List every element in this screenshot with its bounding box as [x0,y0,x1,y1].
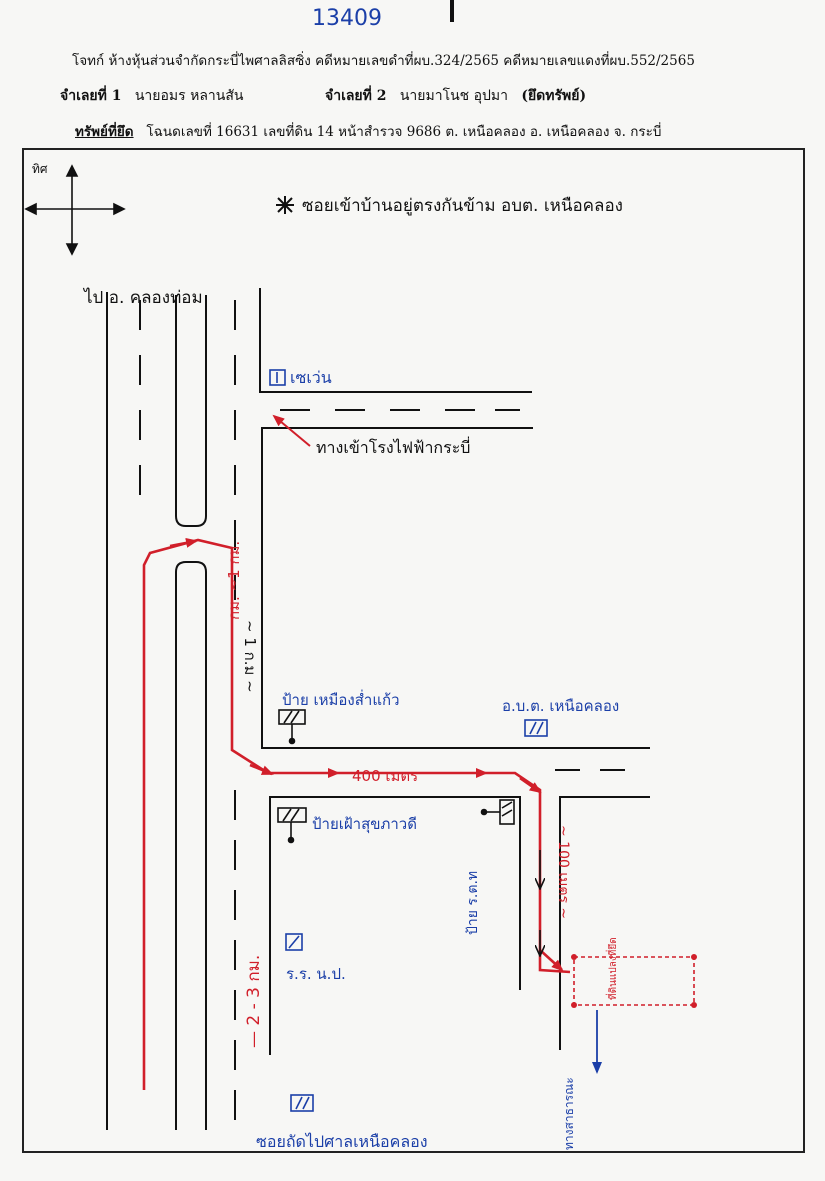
plaintiff-line: โจทก์ ห้างหุ้นส่วนจำกัดกระบี่ไพศาลลิสซิ่… [72,49,695,71]
property-box-label: ที่ดินแปลงที่ยึด [608,937,619,1000]
km-2-3-label: — 2 - 3 กม. [244,954,264,1048]
defendant2-note: (ยึดทรัพย์) [521,88,587,104]
krabi-road-label: ทางเข้าโรงไฟฟ้ากระบี่ [316,438,471,457]
compass-icon [24,164,126,256]
school-label: ร.ร. น.ป. [286,965,346,983]
map-frame [22,148,805,1153]
sign-health-icon [277,807,307,844]
seven-eleven-label: เซเว่น [290,368,332,387]
plaintiff-text: โจทก์ ห้างหุ้นส่วนจำกัดกระบี่ไพศาลลิสซิ่… [72,53,695,69]
doc-number: 13409 [312,6,382,31]
route-arrows [169,537,564,972]
obt-label: อ.บ.ต. เหนือคลอง [502,697,620,715]
asset-label: ทรัพย์ที่ยึด [75,124,134,140]
defendant2-line: จำเลยที่ 2 นายมาโนช อุปมา (ยึดทรัพย์) [325,85,586,107]
map-note: ซอยเข้าบ้านอยู่ตรงกันข้าม อบต. เหนือคลอง [302,196,623,216]
top-tick-mark [450,0,454,22]
arrow-down-label: ทางสาธารณะ [562,1077,576,1150]
school-icon [285,933,303,951]
property-plot [571,954,697,1008]
compass-label: ทิศ [32,162,48,176]
obt-building-icon [524,719,548,737]
asset-line: ทรัพย์ที่ยึด โฉนดเลขที่ 16631 เลขที่ดิน … [75,120,661,142]
defendant1-label: จำเลยที่ 1 [60,88,122,104]
defendant2-label: จำเลยที่ 2 [325,88,387,104]
side-road-dashes [280,409,625,771]
distance-100-label: ~ 100 เมตร ~ [555,825,571,920]
defendant1-name: นายอมร หลานสัน [134,88,244,104]
seven-eleven-icon [269,369,286,386]
distance-left-label: กม. ~1 กม. [225,540,243,620]
bottom-label: ซอยถัดไปศาลเหนือคลอง [256,1132,428,1151]
sign-moensamkaew-label: ป้าย เหมืองส่ำแก้ว [282,691,400,709]
road-label-top: ไป อ. คลองท่อม [84,288,203,308]
distance-right-label: ~ 1 ก.ม ~ [241,620,259,693]
defendants-line: จำเลยที่ 1 นายอมร หลานสัน [60,85,243,107]
sign-small-road-label: ป้าย ร.ต.ท [465,870,481,935]
highway-lane-dashes [139,300,236,1120]
court-icon [290,1094,314,1112]
asterisk-icon [276,196,294,214]
defendant2-name: นายมาโนช อุปมา [399,88,508,104]
main-highway [106,292,207,1130]
distance-400-label: 400 เมตร [352,767,419,785]
side-roads [259,288,650,1055]
asset-detail: โฉนดเลขที่ 16631 เลขที่ดิน 14 หน้าสำรวจ … [146,124,662,140]
sign-small-road-icon [480,799,515,825]
sign-moensamkaew-icon [278,709,306,745]
sign-health-label: ป้ายเฝ้าสุขภาวดี [312,815,417,833]
krabi-pointer-arrow [272,414,311,447]
